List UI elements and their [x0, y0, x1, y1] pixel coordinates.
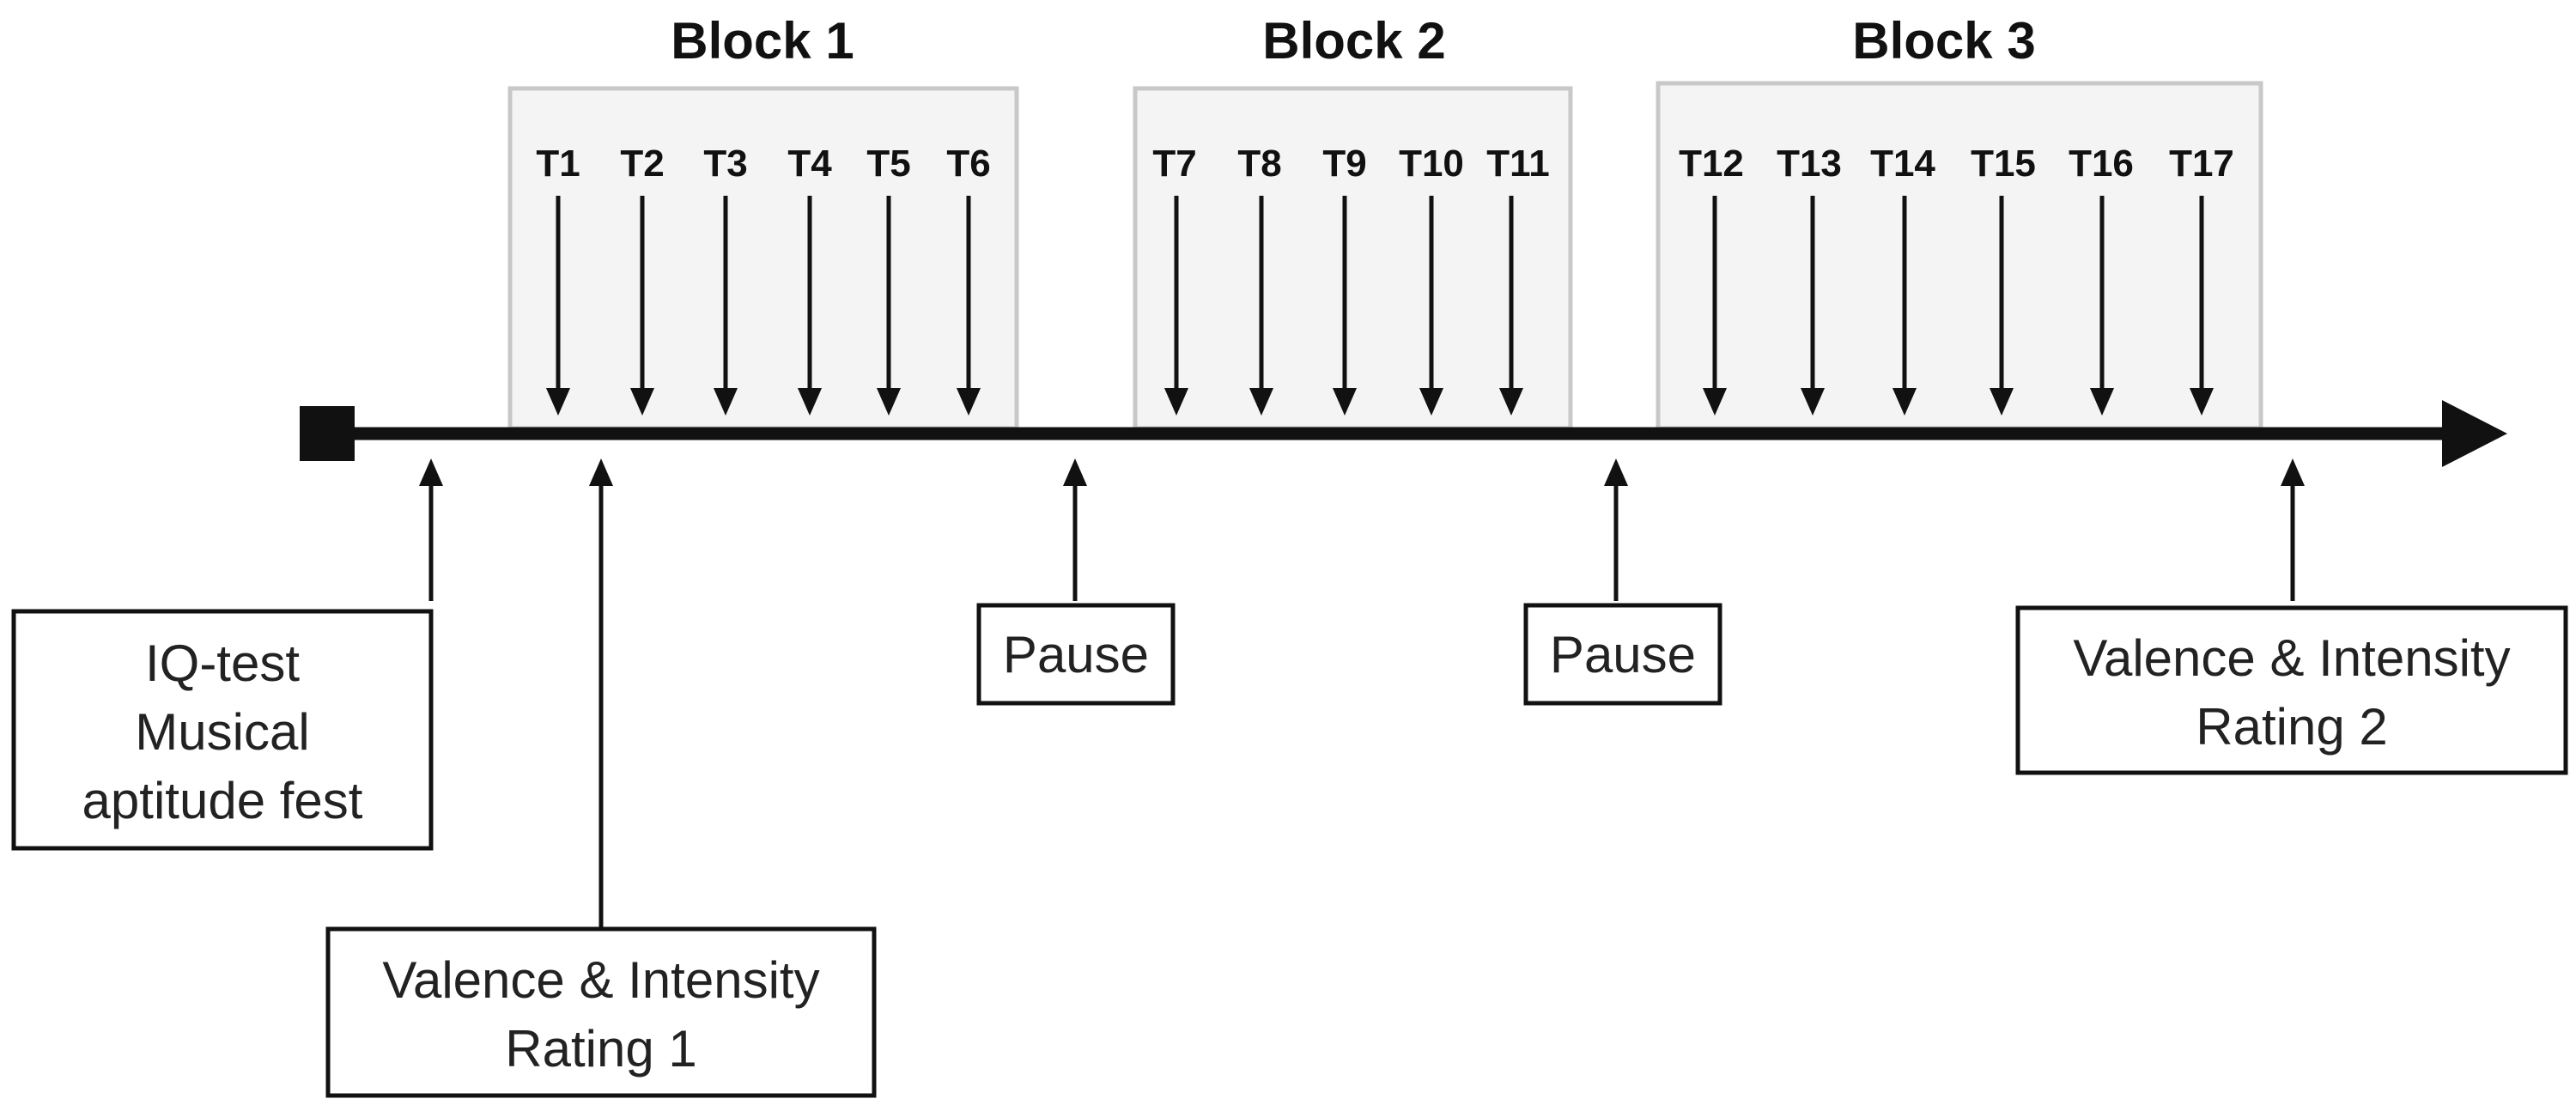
trial-arrowhead-t12 — [1703, 388, 1727, 416]
trial-arrowhead-t1 — [546, 388, 570, 416]
start-tests-line-3: aptitude fest — [82, 772, 363, 829]
trial-label-t6: T6 — [946, 143, 990, 185]
trial-label-t7: T7 — [1152, 143, 1196, 185]
trial-arrowhead-t3 — [714, 388, 738, 416]
rating-2-line-1: Valence & Intensity — [2073, 629, 2510, 687]
pause-2-label: Pause — [1550, 626, 1696, 683]
rating-2-box: Valence & Intensity Rating 2 — [2015, 605, 2568, 775]
trial-arrowhead-t10 — [1419, 388, 1443, 416]
trial-label-t3: T3 — [703, 143, 747, 185]
block-1-box — [507, 86, 1019, 431]
block-3-title: Block 3 — [1852, 12, 2035, 70]
block-2-box — [1133, 86, 1573, 431]
trial-label-t9: T9 — [1322, 143, 1366, 185]
trial-arrowhead-t9 — [1333, 388, 1357, 416]
timeline-axis — [300, 400, 2507, 467]
trial-arrowhead-t7 — [1164, 388, 1188, 416]
trial-label-t15: T15 — [1971, 143, 2036, 185]
trial-label-t12: T12 — [1679, 143, 1744, 185]
trial-label-t8: T8 — [1237, 143, 1281, 185]
rating-1-box: Valence & Intensity Rating 1 — [325, 926, 877, 1098]
trial-arrowhead-t11 — [1499, 388, 1523, 416]
pause-1-label: Pause — [1003, 626, 1149, 683]
pause-1-arrowhead — [1063, 458, 1087, 486]
trial-arrowhead-t16 — [2090, 388, 2114, 416]
trial-arrowhead-t6 — [957, 388, 981, 416]
block-1-title: Block 1 — [671, 12, 854, 70]
start-tests-arrowhead — [419, 458, 443, 486]
trial-label-t11: T11 — [1486, 143, 1549, 185]
trial-label-t13: T13 — [1777, 143, 1842, 185]
rating-1-line-2: Rating 1 — [505, 1020, 696, 1078]
trial-arrowhead-t2 — [630, 388, 654, 416]
trial-label-t1: T1 — [536, 143, 580, 185]
block-2-title: Block 2 — [1262, 12, 1445, 70]
trial-arrowhead-t5 — [877, 388, 901, 416]
rating-2-line-2: Rating 2 — [2196, 698, 2387, 756]
rating-1-arrowhead — [589, 458, 613, 486]
trial-arrowhead-t8 — [1249, 388, 1273, 416]
trial-markers: T1 T2 T3 T4 T5 T6 T7 T8 T9 T10 T11 T12 T… — [536, 143, 2234, 185]
pause-1-box: Pause — [976, 603, 1176, 706]
trial-arrowhead-t17 — [2190, 388, 2214, 416]
trial-arrowhead-t14 — [1893, 388, 1917, 416]
pause-2-box: Pause — [1523, 603, 1722, 706]
trial-label-t10: T10 — [1399, 143, 1464, 185]
rating-1-line-1: Valence & Intensity — [382, 951, 819, 1009]
trial-label-t17: T17 — [2169, 143, 2234, 185]
block-3-box — [1656, 81, 2263, 431]
rating-2-arrowhead — [2281, 458, 2305, 486]
trial-arrowhead-t15 — [1990, 388, 2014, 416]
trial-label-t5: T5 — [866, 143, 910, 185]
start-tests-line-2: Musical — [135, 703, 309, 761]
event-arrows — [419, 458, 2305, 927]
start-tests-line-1: IQ-test — [145, 634, 300, 692]
trial-arrowhead-t4 — [798, 388, 822, 416]
trial-label-t16: T16 — [2069, 143, 2134, 185]
start-tests-box: IQ-test Musical aptitude fest — [11, 609, 434, 851]
trial-label-t14: T14 — [1870, 143, 1935, 185]
pause-2-arrowhead — [1604, 458, 1628, 486]
trial-arrowhead-t13 — [1801, 388, 1825, 416]
trial-label-t2: T2 — [620, 143, 664, 185]
timeline-arrowhead — [2442, 400, 2507, 467]
trial-label-t4: T4 — [787, 143, 832, 185]
trial-arrows — [546, 196, 2214, 416]
